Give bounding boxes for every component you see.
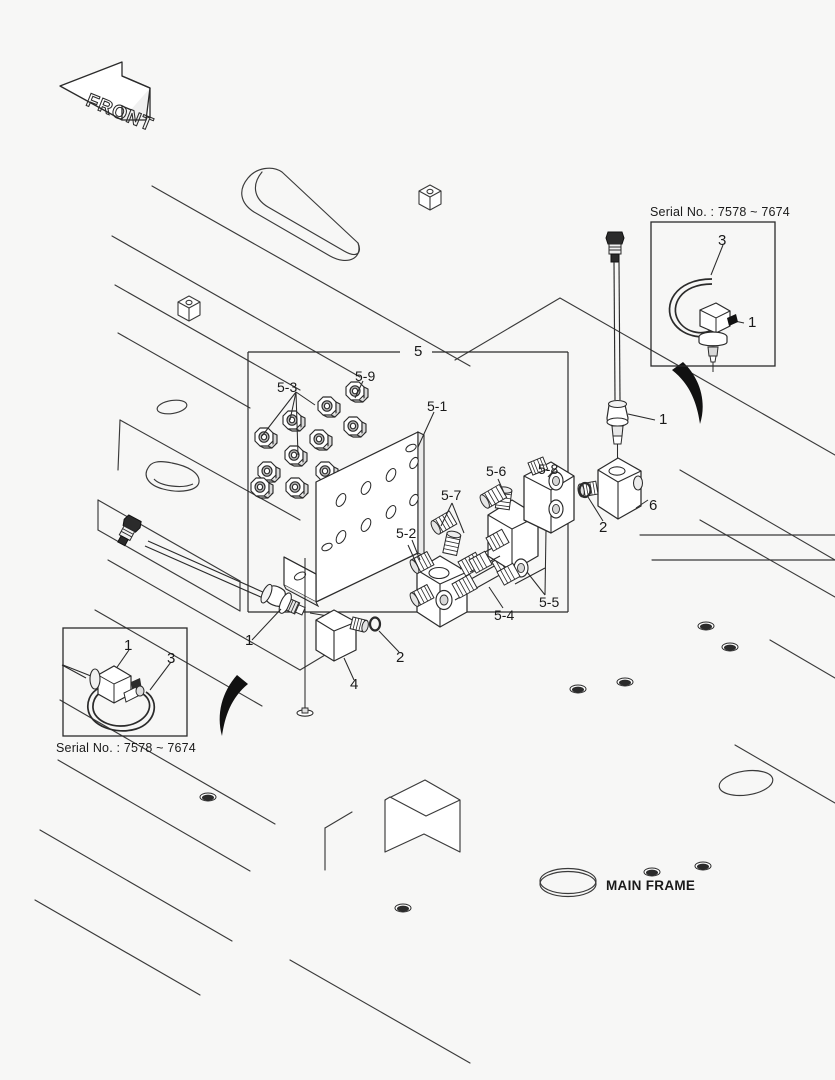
inset-part-bottom-left <box>61 664 156 732</box>
o-ring <box>578 481 592 499</box>
frame-bolt-holes <box>199 621 739 913</box>
callout-3-bottom-left-inset: 3 <box>167 650 176 667</box>
callout-5-9: 5-9 <box>355 368 376 384</box>
serial-label-bottom-left: Serial No. : 7578 ~ 7674 <box>56 741 196 755</box>
main-frame-label: MAIN FRAME <box>606 878 696 893</box>
inset-part-top-right <box>668 278 738 372</box>
frame-chevron-plate <box>384 779 461 853</box>
o-ring <box>368 616 382 632</box>
callout-5-3: 5-3 <box>277 379 298 395</box>
serial-label-top-right: Serial No. : 7578 ~ 7674 <box>650 205 790 219</box>
callout-5-1: 5-1 <box>427 398 448 414</box>
mounting-bracket-5-1 <box>283 431 425 608</box>
main-frame-hole-marker <box>539 870 597 898</box>
inset-frame-bottom-left <box>62 627 188 737</box>
callout-1-bottom-left-inset: 1 <box>124 637 133 654</box>
pressure-switch-right-assembly <box>577 231 644 520</box>
manifold-block-rear <box>468 456 575 586</box>
callout-2-right: 2 <box>599 519 608 536</box>
pressure-switch-left-assembly <box>117 514 382 717</box>
callout-3-top-right-inset: 3 <box>718 232 727 249</box>
callout-5-6: 5-6 <box>486 463 507 479</box>
callout-4: 4 <box>350 676 359 693</box>
callout-6: 6 <box>649 497 658 514</box>
callout-5-5: 5-5 <box>539 594 560 610</box>
callout-5-4: 5-4 <box>494 607 515 623</box>
callout-5: 5 <box>409 344 428 359</box>
callout-5-7: 5-7 <box>441 487 462 503</box>
callout-1-left: 1 <box>245 632 254 649</box>
callout-1-right: 1 <box>659 411 668 428</box>
callout-pointer-arrow <box>219 362 703 736</box>
frame-cube-boss <box>177 184 442 322</box>
callout-1-top-right-inset: 1 <box>748 314 757 331</box>
callout-2-left: 2 <box>396 649 405 666</box>
frame-slot-hole <box>145 461 200 492</box>
callout-5-8: 5-8 <box>538 461 559 477</box>
frame-hole <box>156 399 188 415</box>
callout-5-2: 5-2 <box>396 525 417 541</box>
